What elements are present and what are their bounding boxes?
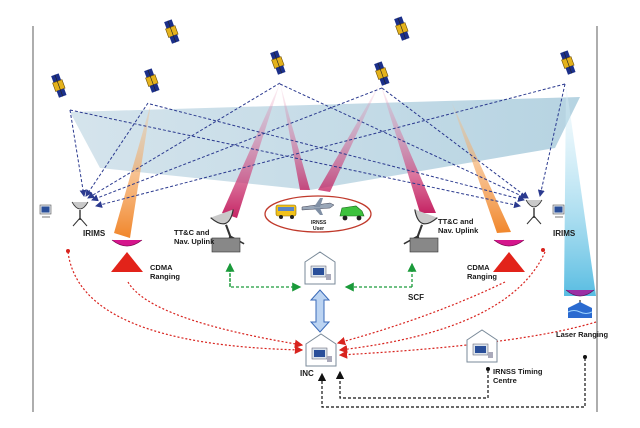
laser-ranging-station bbox=[565, 289, 595, 318]
cdma-ranging-beam-left bbox=[114, 103, 151, 238]
timing-links bbox=[317, 358, 586, 408]
laser-ranging-label: Laser Ranging bbox=[556, 330, 609, 339]
dish-antenna-icon bbox=[71, 201, 89, 227]
satellite-icon bbox=[142, 67, 161, 94]
uplink-beam-left-1 bbox=[222, 83, 280, 218]
timing-centre-label: IRNSS Timing Centre bbox=[493, 367, 545, 385]
satellite-icon bbox=[49, 72, 68, 99]
satellite-icon bbox=[392, 15, 411, 42]
cdma-label-left: CDMA Ranging bbox=[150, 263, 180, 281]
uplink-beam-right-2 bbox=[318, 83, 380, 192]
satellite-link-band bbox=[70, 97, 580, 190]
inc-label: INC bbox=[300, 369, 314, 378]
ttc-antenna-left bbox=[209, 208, 247, 253]
sat-to-irims-links bbox=[69, 82, 566, 209]
dish-antenna-icon bbox=[525, 199, 543, 225]
cdma-ranging-station-right bbox=[493, 239, 525, 272]
cdma-label-right: CDMA Ranging bbox=[467, 263, 497, 281]
scf-building-icon bbox=[304, 251, 336, 285]
car-icon bbox=[339, 205, 365, 221]
ranging-source-dots bbox=[66, 248, 545, 253]
irims-station-left bbox=[39, 201, 89, 227]
bus-icon bbox=[275, 204, 297, 219]
uplink-beam-right-1 bbox=[380, 83, 436, 213]
computer-icon bbox=[39, 204, 52, 219]
cdma-ranging-station-left bbox=[111, 239, 143, 272]
laser-source-dot bbox=[583, 355, 587, 359]
airplane-icon bbox=[301, 198, 335, 215]
satellite-icon bbox=[372, 60, 391, 87]
irnss-user-label: IRNSS User bbox=[311, 220, 328, 232]
satellite-icon bbox=[558, 49, 577, 76]
timing-centre-building-icon bbox=[466, 329, 498, 363]
ttc-label-right: TT&C and Nav. Uplink bbox=[438, 217, 479, 235]
irims-label-right: IRIMS bbox=[553, 229, 576, 238]
uplink-control-links bbox=[225, 262, 417, 292]
timing-source-dot bbox=[486, 367, 490, 371]
computer-icon bbox=[552, 204, 565, 219]
satellite-icon bbox=[162, 18, 181, 45]
laser-ranging-beam bbox=[564, 84, 596, 296]
irims-station-right bbox=[525, 199, 565, 225]
irims-label-left: IRIMS bbox=[83, 229, 106, 238]
ttc-antenna-right bbox=[401, 208, 439, 253]
satellite-icon bbox=[268, 49, 287, 76]
scf-label: SCF bbox=[408, 293, 424, 302]
scf-inc-link-arrow bbox=[309, 289, 331, 333]
uplink-beam-left-2 bbox=[280, 83, 310, 190]
inc-building-icon bbox=[305, 333, 337, 367]
ttc-label-left: TT&C and Nav. Uplink bbox=[174, 228, 215, 246]
